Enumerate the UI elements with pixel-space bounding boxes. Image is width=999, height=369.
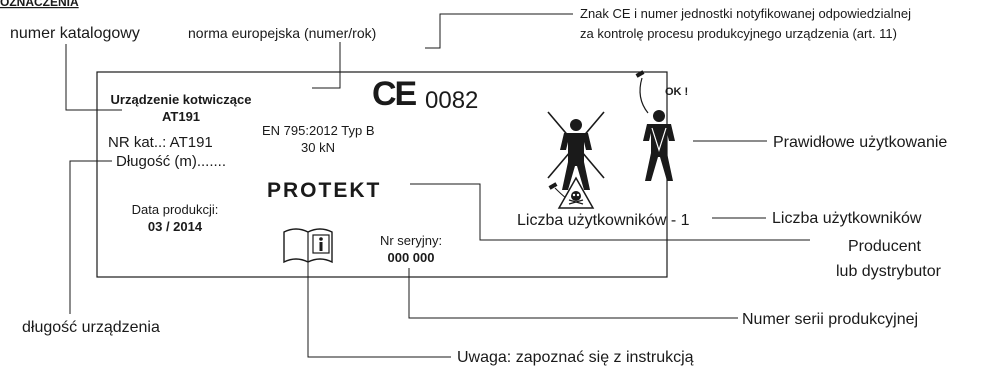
notified-body-number: 0082 (425, 87, 478, 114)
label-force: 30 kN (301, 140, 335, 155)
leader-serial-series (408, 268, 738, 319)
label-norm: EN 795:2012 Typ B (262, 123, 375, 138)
label-model: AT191 (162, 109, 200, 124)
ce-mark: CE (372, 75, 417, 113)
callout-users-count: Liczba użytkowników (772, 210, 922, 227)
leader-european-norm (312, 42, 341, 89)
callout-ce-note-2: za kontrolę procesu produkcyjnego urządz… (580, 26, 897, 41)
brand-logo: PROTEKT (267, 179, 381, 202)
section-title: OZNACZENIA (0, 0, 79, 9)
leader-ce-note (425, 13, 573, 49)
callout-device-length: długość urządzenia (22, 319, 160, 336)
callout-read-instructions: Uwaga: zapoznać się z instrukcją (457, 349, 694, 366)
skull-warning-icon (548, 176, 595, 209)
leader-device-length (69, 160, 112, 314)
label-catalog-line: NR kat..: AT191 (108, 134, 213, 151)
label-device-name: Urządzenie kotwiczące (111, 92, 252, 107)
users-count-line: Liczba użytkowników - 1 (517, 212, 690, 229)
book-info-icon (283, 228, 333, 264)
leader-producer (410, 183, 810, 241)
callout-ce-note-1: Znak CE i numer jednostki notyfikowanej … (580, 6, 911, 21)
serial-label: Nr seryjny: (380, 233, 442, 248)
leader-catalog-number (65, 44, 122, 111)
production-date-value: 03 / 2014 (148, 219, 203, 234)
callout-correct-use: Prawidłowe użytkowanie (773, 134, 947, 151)
callout-producer-2: lub dystrybutor (836, 263, 942, 280)
ok-tag: OK ! (665, 86, 688, 98)
callout-european-norm: norma europejska (numer/rok) (188, 25, 376, 41)
callout-producer-1: Producent (848, 238, 921, 255)
harness-figure-icon: OK ! (635, 70, 688, 181)
callout-serial-series: Numer serii produkcyjnej (742, 311, 918, 328)
callout-catalog-number: numer katalogowy (10, 25, 140, 42)
label-length-line: Długość (m)....... (116, 153, 226, 170)
leader-read-instructions (307, 262, 451, 358)
production-date-label: Data produkcji: (132, 202, 219, 217)
crossed-figure-icon (547, 111, 605, 196)
serial-value: 000 000 (388, 250, 435, 265)
